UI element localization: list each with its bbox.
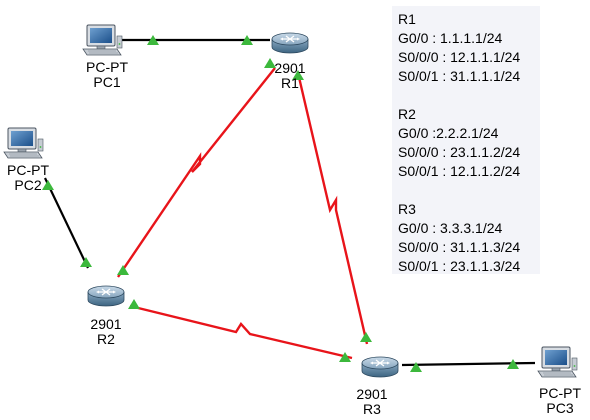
r1-model: 2901	[274, 60, 306, 76]
pc3-name: PC3	[546, 400, 574, 416]
pc2-label: PC-PT PC2	[3, 163, 53, 193]
link-up-indicator	[410, 362, 422, 372]
r1-label: 2901 R1	[270, 61, 310, 91]
link-r2-r3[interactable]	[129, 304, 353, 360]
pc2-name: PC2	[14, 177, 42, 193]
note-line-r1-s000: S0/0/0 : 12.1.1.1/24	[398, 49, 521, 65]
note-title-r2: R2	[398, 106, 416, 122]
note-line-r2-s000: S0/0/0 : 23.1.1.2/24	[398, 144, 521, 160]
r3-name: R3	[363, 401, 381, 417]
r2-device[interactable]	[87, 285, 125, 307]
pc-icon	[3, 127, 44, 159]
note-block-r1: R1 G0/0 : 1.1.1.1/24 S0/0/0 : 12.1.1.1/2…	[398, 10, 540, 86]
address-note: R1 G0/0 : 1.1.1.1/24 S0/0/0 : 12.1.1.1/2…	[392, 6, 540, 274]
router-icon	[361, 356, 399, 378]
pc3-label: PC-PT PC3	[535, 386, 585, 416]
link-r1-r2[interactable]	[117, 67, 276, 278]
r3-device[interactable]	[361, 356, 399, 378]
pc1-device[interactable]	[82, 24, 123, 56]
note-title-r1: R1	[398, 11, 416, 27]
pc1-model: PC-PT	[86, 59, 128, 75]
r3-model: 2901	[356, 386, 388, 402]
note-line-r2-s001: S0/0/1 : 12.1.1.2/24	[398, 163, 521, 179]
note-line-r2-g00: G0/0 :2.2.2.1/24	[398, 125, 499, 141]
pc3-device[interactable]	[537, 346, 578, 378]
note-line-r1-g00: G0/0 : 1.1.1.1/24	[398, 30, 503, 46]
pc2-device[interactable]	[3, 127, 44, 159]
link-up-indicator	[360, 332, 372, 342]
note-block-r3: R3 G0/0 : 3.3.3.1/24 S0/0/0 : 31.1.1.3/2…	[398, 200, 540, 276]
r1-device[interactable]	[271, 32, 309, 54]
pc1-name: PC1	[93, 74, 121, 90]
link-up-indicator	[80, 257, 92, 267]
r1-name: R1	[281, 75, 299, 91]
note-line-r3-s000: S0/0/0 : 31.1.1.3/24	[398, 239, 521, 255]
link-up-indicator	[128, 299, 140, 309]
note-line-r3-g00: G0/0 : 3.3.3.1/24	[398, 220, 503, 236]
pc1-label: PC-PT PC1	[82, 60, 132, 90]
link-pc2-r2[interactable]	[44, 177, 89, 269]
r2-label: 2901 R2	[86, 317, 126, 347]
pc-icon	[82, 24, 123, 56]
note-line-r3-s001: S0/0/1 : 23.1.1.3/24	[398, 258, 521, 274]
pc-icon	[537, 346, 578, 378]
router-icon	[271, 32, 309, 54]
note-block-r2: R2 G0/0 :2.2.2.1/24 S0/0/0 : 23.1.1.2/24…	[398, 105, 540, 181]
pc2-model: PC-PT	[7, 162, 49, 178]
r2-model: 2901	[90, 316, 122, 332]
link-r1-r3[interactable]	[296, 72, 369, 345]
note-line-r1-s001: S0/0/1 : 31.1.1.1/24	[398, 68, 521, 84]
r2-name: R2	[97, 331, 115, 347]
r3-label: 2901 R3	[352, 387, 392, 417]
router-icon	[87, 285, 125, 307]
note-title-r3: R3	[398, 201, 416, 217]
link-up-indicator	[117, 265, 129, 275]
pc3-model: PC-PT	[539, 385, 581, 401]
